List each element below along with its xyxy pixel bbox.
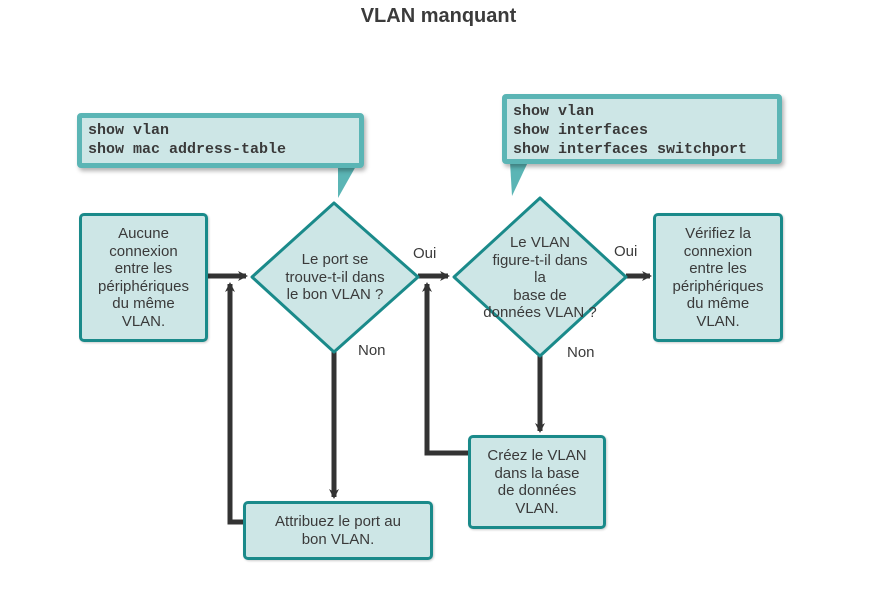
start-text: Aucune connexion entre les périphériques… [98,225,189,330]
decision2-text: Le VLAN figure-t-il dans la base de donn… [483,234,597,321]
create-vlan-text: Créez le VLAN dans la base de données VL… [487,447,587,517]
callout-2-line-2: show interfaces [513,122,649,139]
arrow-create-loop [422,282,470,456]
arrow-assign-loop [225,282,245,525]
assign-port-box: Attribuez le port au bon VLAN. [243,501,433,560]
diagram-title: VLAN manquant [360,5,517,27]
decision1-yes-label: Oui [413,245,437,262]
end-box: Vérifiez la connexion entre les périphér… [653,213,783,342]
callout-1-line-2: show mac address-table [88,141,287,158]
decision2-no-label: Non [567,344,595,361]
decision2-diamond [452,196,628,358]
decision1-diamond [250,201,420,354]
callout-1-line-1: show vlan [88,122,170,139]
decision1-no-label: Non [358,342,386,359]
decision1-text: Le port se trouve-t-il dans le bon VLAN … [285,251,385,303]
assign-port-text: Attribuez le port au bon VLAN. [275,513,401,548]
callout-1-tail [338,166,356,198]
callout-2-line-3: show interfaces switchport [513,141,748,158]
create-vlan-box: Créez le VLAN dans la base de données VL… [468,435,606,529]
callout-2-line-1: show vlan [513,103,595,120]
callout-commands-2: show vlan show interfaces show interface… [502,94,782,164]
decision2-yes-label: Oui [614,243,638,260]
start-box: Aucune connexion entre les périphériques… [79,213,208,342]
callout-2-tail [510,162,528,196]
callout-commands-1: show vlan show mac address-table [77,113,364,168]
end-text: Vérifiez la connexion entre les périphér… [672,225,764,330]
